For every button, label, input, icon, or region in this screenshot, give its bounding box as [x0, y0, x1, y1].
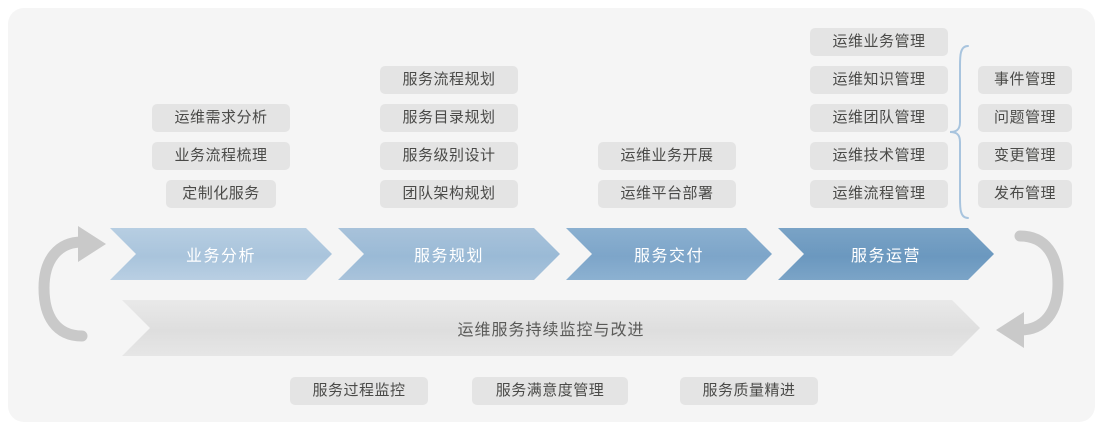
loop-arrow-right-icon [988, 216, 1064, 361]
pill-business-analysis-2: 业务流程梳理 [152, 142, 290, 170]
pill-process-detail-1: 事件管理 [978, 66, 1072, 94]
continuous-improvement-band: 运维服务持续监控与改进 [122, 300, 980, 356]
pill-business-analysis-3: 定制化服务 [166, 180, 276, 208]
continuous-improvement-label: 运维服务持续监控与改进 [457, 322, 645, 339]
pill-service-planning-1: 服务流程规划 [380, 66, 518, 94]
pill-service-delivery-2: 运维平台部署 [598, 180, 736, 208]
pill-service-planning-2: 服务目录规划 [380, 104, 518, 132]
pill-service-planning-3: 服务级别设计 [380, 142, 518, 170]
phase-chevron-service-delivery[interactable]: 服务交付 [566, 228, 772, 280]
pill-process-detail-2: 问题管理 [978, 104, 1072, 132]
pill-process-detail-4: 发布管理 [978, 180, 1072, 208]
pill-service-operation-1: 运维业务管理 [810, 28, 948, 56]
pill-service-planning-4: 团队架构规划 [380, 180, 518, 208]
loop-arrow-left-icon [38, 216, 114, 361]
pill-service-operation-5: 运维流程管理 [810, 180, 948, 208]
pill-bottom-3: 服务质量精进 [680, 377, 818, 405]
pill-business-analysis-1: 运维需求分析 [152, 104, 290, 132]
phase-chevron-service-planning[interactable]: 服务规划 [338, 228, 560, 280]
curly-brace [946, 44, 972, 225]
phase-label: 服务规划 [413, 248, 484, 265]
phase-chevron-business-analysis[interactable]: 业务分析 [110, 228, 332, 280]
pill-service-operation-4: 运维技术管理 [810, 142, 948, 170]
phase-label: 业务分析 [185, 248, 256, 265]
phase-chevron-service-operation[interactable]: 服务运营 [778, 228, 994, 280]
pill-service-operation-2: 运维知识管理 [810, 66, 948, 94]
phase-label: 服务运营 [850, 248, 921, 265]
pill-bottom-2: 服务满意度管理 [472, 377, 628, 405]
pill-service-delivery-1: 运维业务开展 [598, 142, 736, 170]
pill-bottom-1: 服务过程监控 [290, 377, 428, 405]
pill-process-detail-3: 变更管理 [978, 142, 1072, 170]
pill-service-operation-3: 运维团队管理 [810, 104, 948, 132]
phase-label: 服务交付 [633, 248, 704, 265]
